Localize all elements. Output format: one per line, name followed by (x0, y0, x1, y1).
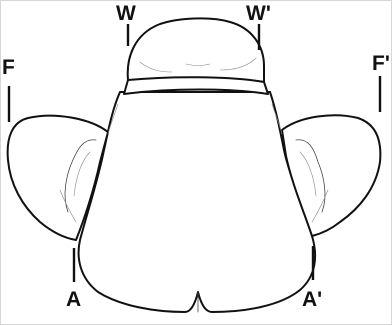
label-f-left: F (2, 56, 15, 79)
label-w-right: W' (246, 2, 271, 25)
label-w-left: W (116, 2, 136, 25)
central-body (79, 92, 316, 312)
label-a-right: A' (302, 288, 322, 311)
top-lobe (128, 18, 264, 82)
label-f-right: F' (372, 52, 390, 75)
label-a-left: A (66, 288, 81, 311)
